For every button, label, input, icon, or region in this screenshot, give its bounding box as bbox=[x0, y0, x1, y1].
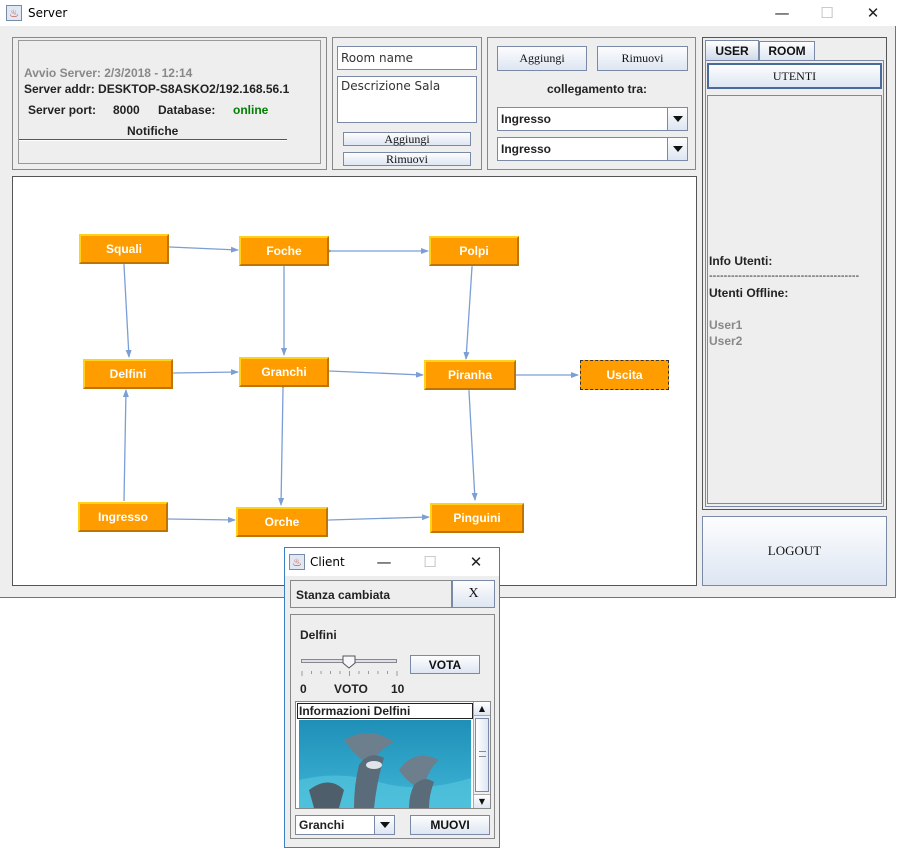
room-node[interactable]: Squali bbox=[79, 234, 169, 264]
room-info-area: Informazioni Delfini ▲ ▼ bbox=[295, 701, 491, 809]
room-node[interactable]: Orche bbox=[236, 507, 328, 537]
room-node[interactable]: Granchi bbox=[239, 357, 329, 387]
server-port-value: 8000 bbox=[113, 103, 140, 117]
side-panel: USER ROOM UTENTI Info Utenti: ----------… bbox=[702, 37, 887, 510]
room-info-title: Informazioni Delfini bbox=[297, 703, 473, 719]
link-form-panel: Aggiungi Rimuovi collegamento tra: Ingre… bbox=[487, 37, 696, 170]
room-detail-panel: Delfini 0 VOTO 10 VOTA Informazioni Delf… bbox=[290, 614, 495, 839]
slider-max-label: 10 bbox=[391, 682, 405, 696]
java-app-icon: ♨ bbox=[6, 5, 22, 21]
offline-user[interactable]: User1 bbox=[709, 318, 743, 332]
client-title: Client bbox=[310, 555, 345, 569]
room-description-input[interactable]: Descrizione Sala bbox=[337, 76, 477, 123]
info-scrollbar[interactable]: ▲ ▼ bbox=[473, 702, 490, 808]
link-ingresso-orche bbox=[167, 516, 236, 523]
tab-room[interactable]: ROOM bbox=[759, 41, 815, 60]
link-squali-foche bbox=[162, 243, 239, 253]
scroll-down-icon[interactable]: ▼ bbox=[474, 794, 490, 808]
client-window: ♨ Client — ☐ ✕ Stanza cambiata X Delfini… bbox=[284, 547, 500, 848]
link-ingresso-delfini bbox=[122, 389, 129, 502]
server-start-time: Avvio Server: 2/3/2018 - 12:14 bbox=[24, 66, 193, 80]
info-separator: ----------------------------------------… bbox=[709, 270, 860, 282]
link-granchi-piranha bbox=[321, 367, 424, 378]
museum-map-panel: Squali Foche Polpi Delfini Granchi Piran… bbox=[12, 176, 697, 586]
info-utenti-label: Info Utenti: bbox=[709, 254, 773, 268]
client-maximize-button[interactable]: ☐ bbox=[423, 553, 437, 571]
room-node[interactable]: Foche bbox=[239, 236, 329, 266]
destination-select[interactable]: Granchi bbox=[295, 815, 395, 835]
dropdown-arrow-icon[interactable] bbox=[667, 108, 687, 130]
server-address: Server addr: DESKTOP-S8ASKO2/192.168.56.… bbox=[24, 82, 290, 96]
utenti-offline-label: Utenti Offline: bbox=[709, 286, 789, 300]
room-node[interactable]: Pinguini bbox=[430, 503, 524, 533]
link-orche-pinguini bbox=[321, 514, 430, 524]
dropdown-arrow-icon[interactable] bbox=[374, 816, 394, 834]
offline-user[interactable]: User2 bbox=[709, 334, 743, 348]
database-label: Database: bbox=[158, 103, 216, 117]
link-from-value: Ingresso bbox=[501, 112, 552, 126]
slider-title-label: VOTO bbox=[334, 682, 368, 696]
move-button[interactable]: MUOVI bbox=[410, 815, 490, 835]
title-bar: ♨ Server — ☐ ✕ bbox=[0, 0, 896, 26]
room-name-input[interactable]: Room name bbox=[337, 46, 477, 70]
room-node[interactable]: Polpi bbox=[429, 236, 519, 266]
server-port-label: Server port: bbox=[28, 103, 97, 117]
link-to-select[interactable]: Ingresso bbox=[497, 137, 688, 161]
room-node[interactable]: Piranha bbox=[424, 360, 516, 390]
notifiche-separator bbox=[19, 139, 287, 141]
link-to-value: Ingresso bbox=[501, 142, 552, 156]
database-status: online bbox=[233, 103, 269, 117]
link-from-select[interactable]: Ingresso bbox=[497, 107, 688, 131]
maximize-button[interactable]: ☐ bbox=[820, 4, 834, 22]
window-title: Server bbox=[28, 6, 68, 20]
link-delfini-granchi bbox=[166, 369, 239, 377]
vote-slider[interactable] bbox=[301, 654, 397, 669]
slider-min-label: 0 bbox=[300, 682, 307, 696]
link-squali-delfini bbox=[120, 257, 132, 358]
status-bar: Stanza cambiata bbox=[290, 580, 452, 608]
add-link-button[interactable]: Aggiungi bbox=[497, 46, 587, 71]
room-node[interactable]: Delfini bbox=[83, 359, 173, 389]
logout-button[interactable]: LOGOUT bbox=[702, 516, 887, 586]
slider-ticks bbox=[301, 671, 398, 676]
notifiche-label: Notifiche bbox=[127, 124, 179, 138]
remove-room-button[interactable]: Rimuovi bbox=[343, 152, 471, 166]
client-minimize-button[interactable]: — bbox=[376, 553, 392, 571]
dolphins-image bbox=[299, 720, 471, 808]
client-title-bar: ♨ Client — ☐ ✕ bbox=[285, 548, 499, 576]
server-info-panel: Avvio Server: 2/3/2018 - 12:14 Server ad… bbox=[12, 37, 327, 170]
utenti-button[interactable]: UTENTI bbox=[707, 63, 882, 89]
room-node[interactable]: Ingresso bbox=[78, 502, 168, 532]
tab-content: UTENTI Info Utenti: --------------------… bbox=[705, 60, 884, 507]
dropdown-arrow-icon[interactable] bbox=[667, 138, 687, 160]
dismiss-status-button[interactable]: X bbox=[452, 580, 495, 608]
room-form-panel: Room name Descrizione Sala Aggiungi Rimu… bbox=[332, 37, 482, 170]
java-app-icon: ♨ bbox=[289, 554, 305, 570]
info-inner-border bbox=[18, 40, 321, 164]
scrollbar-thumb[interactable] bbox=[475, 718, 489, 792]
client-close-button[interactable]: ✕ bbox=[469, 553, 483, 571]
room-links bbox=[120, 243, 579, 524]
status-message: Stanza cambiata bbox=[296, 588, 391, 602]
link-polpi-piranha bbox=[463, 259, 476, 360]
current-room-label: Delfini bbox=[300, 628, 337, 642]
vote-button[interactable]: VOTA bbox=[410, 655, 480, 674]
remove-link-button[interactable]: Rimuovi bbox=[597, 46, 688, 71]
destination-value: Granchi bbox=[299, 818, 345, 832]
minimize-button[interactable]: — bbox=[774, 4, 790, 22]
user-list-area: Info Utenti: ---------------------------… bbox=[707, 95, 882, 504]
tab-user[interactable]: USER bbox=[705, 40, 759, 60]
add-room-button[interactable]: Aggiungi bbox=[343, 132, 471, 146]
link-granchi-orche bbox=[278, 381, 287, 506]
room-node[interactable]: Uscita bbox=[580, 360, 669, 390]
close-button[interactable]: ✕ bbox=[866, 4, 880, 22]
slider-thumb[interactable] bbox=[342, 654, 356, 669]
link-label: collegamento tra: bbox=[547, 82, 648, 96]
scroll-up-icon[interactable]: ▲ bbox=[474, 702, 490, 716]
link-piranha-pinguini bbox=[465, 383, 478, 501]
